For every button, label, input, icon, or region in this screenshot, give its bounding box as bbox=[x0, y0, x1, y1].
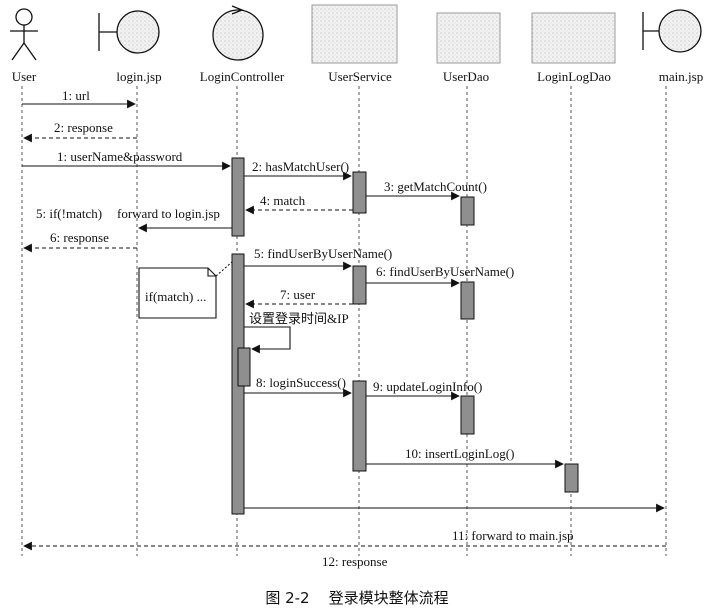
message-label-find-user-6: 6: findUserByUserName() bbox=[376, 264, 514, 279]
figure-caption: 图 2-2 登录模块整体流程 bbox=[265, 589, 448, 607]
activation-service-2 bbox=[352, 265, 367, 305]
participant-name-login-jsp: login.jsp bbox=[116, 69, 161, 84]
activation-service-3 bbox=[352, 380, 367, 472]
message-label-url: 1: url bbox=[62, 88, 90, 103]
message-label-response-2: 2: response bbox=[54, 120, 113, 135]
user-service-box-icon bbox=[311, 4, 398, 64]
message-label-update-login-info: 9: updateLoginInfo() bbox=[373, 379, 482, 394]
message-label-user: 7: user bbox=[280, 287, 316, 302]
user-actor-icon bbox=[10, 8, 38, 61]
participant-name-user-service: UserService bbox=[328, 69, 392, 84]
message-label-self: 设置登录时间&IP bbox=[249, 311, 349, 326]
message-arrow-self bbox=[244, 326, 291, 354]
message-label-login-success: 8: loginSuccess() bbox=[256, 375, 346, 390]
activation-dao-1 bbox=[460, 196, 475, 226]
note-match: if(match) ... bbox=[145, 289, 206, 304]
participant-name-main-jsp: main.jsp bbox=[659, 69, 703, 84]
main-jsp-boundary-icon bbox=[642, 9, 702, 53]
participant-name-user: User bbox=[12, 69, 37, 84]
message-label-get-match-count: 3: getMatchCount() bbox=[384, 179, 487, 194]
activation-controller-self bbox=[237, 347, 251, 387]
message-label-username-password: 1: userName&password bbox=[57, 149, 183, 164]
message-label-forward-main: 11: forward to main.jsp bbox=[452, 528, 574, 543]
user-dao-box-icon bbox=[436, 12, 501, 64]
login-log-dao-box-icon bbox=[531, 12, 616, 64]
participant-name-user-dao: UserDao bbox=[443, 69, 489, 84]
login-controller-control-icon bbox=[212, 5, 264, 61]
message-label-forward-login: forward to login.jsp bbox=[117, 206, 220, 221]
message-label-insert-login-log: 10: insertLoginLog() bbox=[405, 446, 514, 461]
activation-dao-3 bbox=[460, 395, 475, 435]
login-jsp-boundary-icon bbox=[98, 10, 160, 54]
participant-name-login-controller: LoginController bbox=[200, 69, 285, 84]
activation-controller-1 bbox=[231, 157, 245, 237]
activation-log-dao bbox=[564, 463, 579, 493]
activation-service-1 bbox=[352, 171, 367, 214]
activation-dao-2 bbox=[460, 281, 475, 320]
message-label-find-user-5: 5: findUserByUserName() bbox=[254, 246, 392, 261]
message-label-response-12: 12: response bbox=[322, 554, 388, 569]
note-no-match: 5: if(!match) bbox=[36, 206, 102, 221]
message-label-response-6: 6: response bbox=[50, 230, 109, 245]
message-label-match: 4: match bbox=[260, 193, 306, 208]
message-label-has-match-user: 2: hasMatchUser() bbox=[252, 159, 349, 174]
note-box-match bbox=[138, 261, 233, 319]
participant-name-login-log-dao: LoginLogDao bbox=[537, 69, 611, 84]
